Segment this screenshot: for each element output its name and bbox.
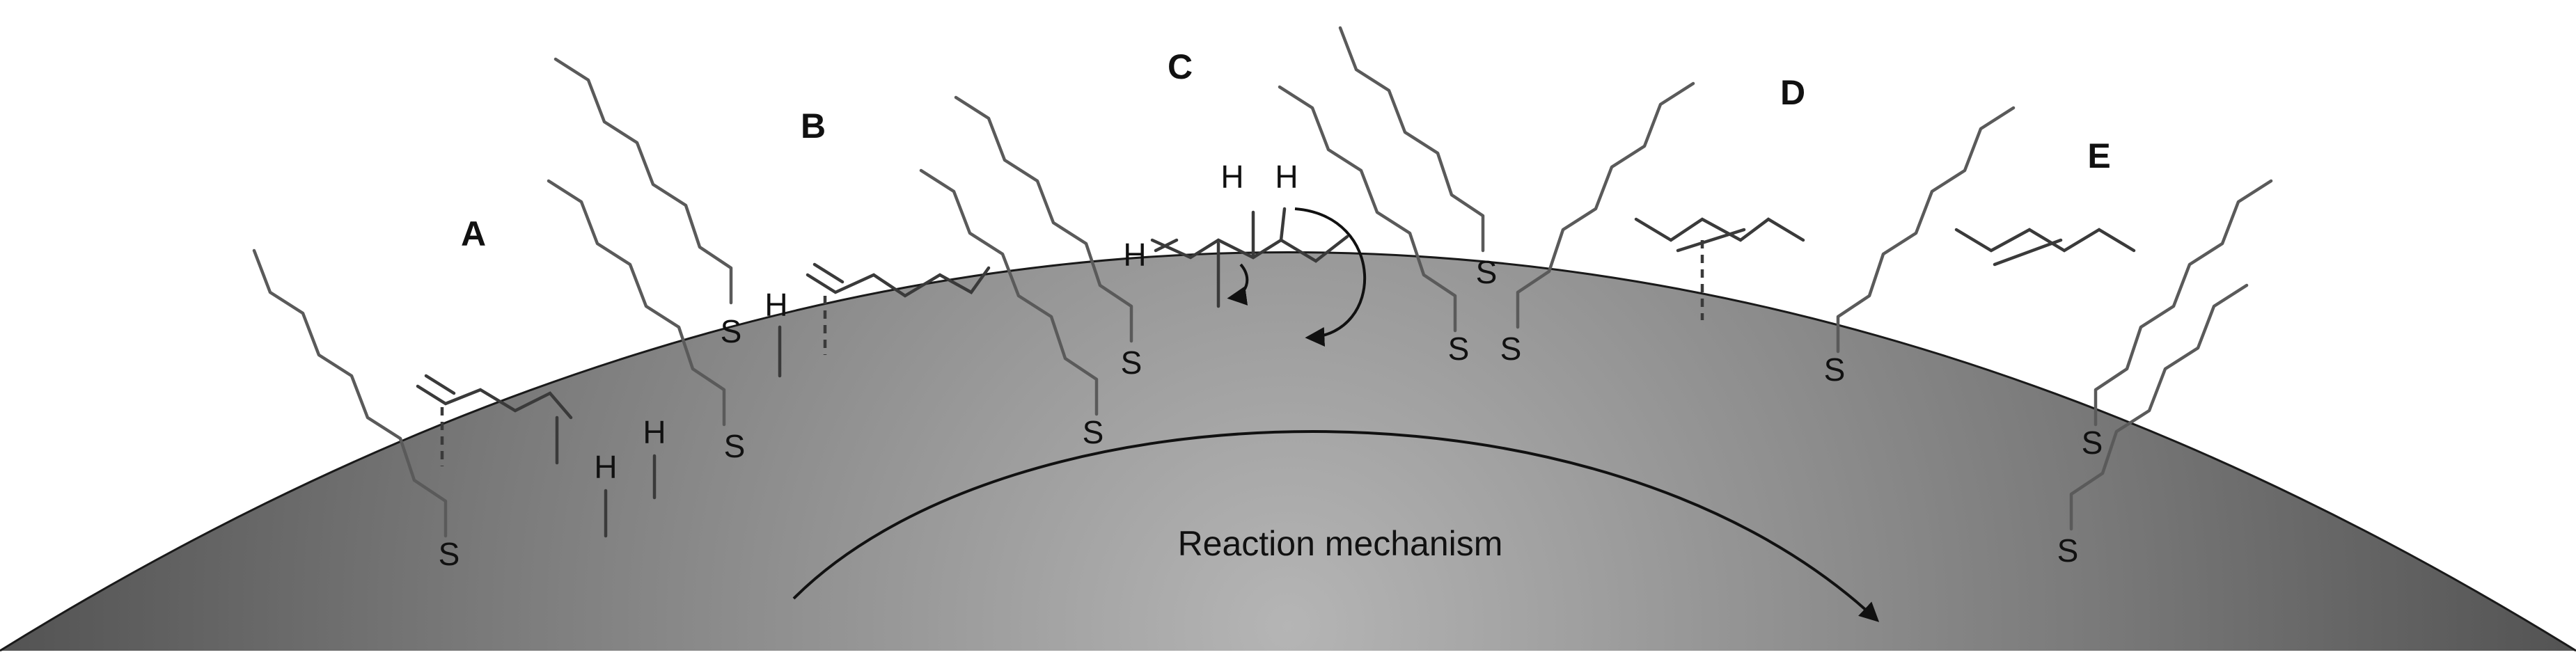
sulfur-atom: S [439,536,460,572]
sulfur-atom: S [1500,331,1522,367]
substrate-d [1634,217,1805,320]
curved-arrow [1294,207,1367,347]
sulfur-atom: S [721,313,742,349]
sulfur-atom: S [1083,414,1104,450]
ligand-chain [553,57,733,305]
ligand-chain [547,179,726,427]
substrate-c [1150,207,1349,308]
substrate-a [416,374,573,466]
nanoparticle-surface [0,252,2576,651]
hydrogen-atom: H [1123,237,1146,273]
ligand-chain [252,248,448,538]
hydrogen-stems [604,238,1179,538]
step-label-a: A [461,214,486,253]
hydrogen-atom: H [1275,159,1298,195]
ligand-chain [919,168,1099,416]
substrate-e [1954,228,2136,267]
step-label-d: D [1780,73,1805,112]
hydrogen-atom: H [764,287,787,323]
curved-arrow [1227,263,1249,306]
sulfur-atom: S [1824,351,1846,388]
sulfur-atom: S [1448,331,1470,367]
sulfur-atom: S [1121,345,1142,381]
reaction-arrow [792,430,1880,622]
step-label-b: B [801,106,826,145]
ligand-chain [2094,179,2273,427]
sulfur-atom: S [2082,425,2103,461]
ligand-chain [954,95,1133,343]
ligand-chain [1338,26,1485,253]
reaction-mechanism-caption: Reaction mechanism [1178,524,1503,563]
ligand-chain [1278,85,1457,333]
sulfur-atom: S [724,428,746,464]
ligand-chain [1516,81,1695,329]
substrate-b [806,262,991,355]
sulfur-atom: S [2057,532,2079,569]
ligand-chain [1836,106,2016,354]
step-label-e: E [2087,136,2110,175]
step-label-c: C [1168,47,1193,86]
hydrogen-atom: H [643,414,666,450]
ligand-chain [2069,283,2249,531]
hydrogen-atom: H [1220,159,1243,195]
ligand-chains [252,26,2273,538]
sulfur-atom: S [1476,254,1498,290]
nanoparticle-edge [0,251,2576,652]
hydrogen-atom: H [594,449,617,485]
